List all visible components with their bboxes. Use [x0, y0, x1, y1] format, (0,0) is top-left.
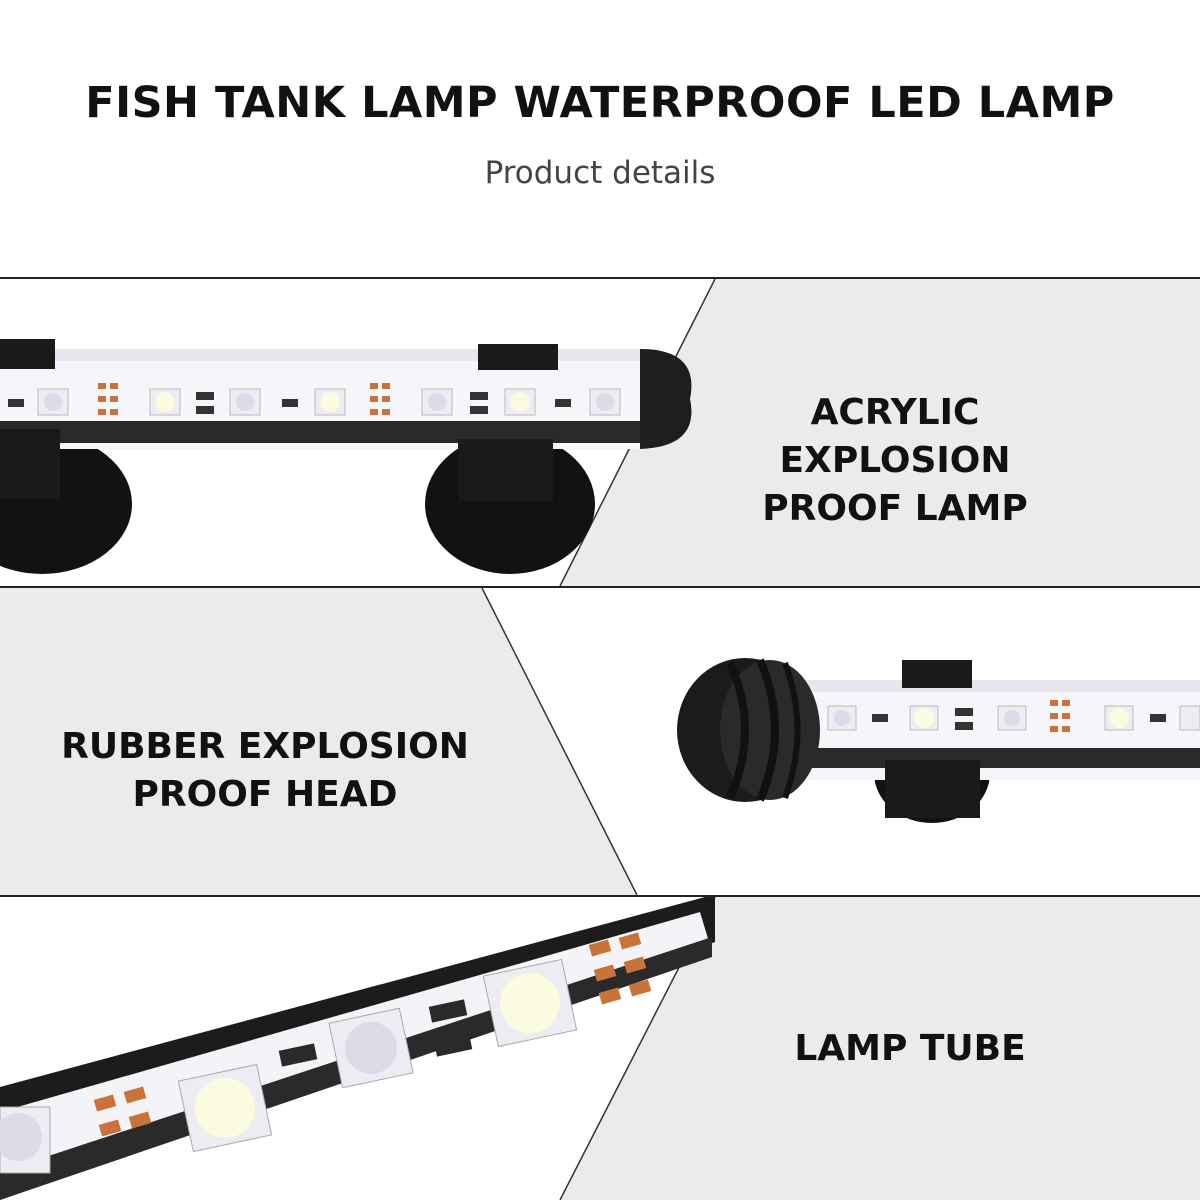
panel-2-gray-bg: [0, 588, 637, 895]
panel-3-graphic: [0, 897, 1200, 1200]
divider-top: [0, 277, 1200, 279]
page-title: FISH TANK LAMP WATERPROOF LED LAMP: [85, 78, 1115, 128]
feature-label-acrylic-line1: ACRYLIC EXPLOSION: [779, 392, 1011, 481]
feature-label-tube: LAMP TUBE: [700, 1025, 1120, 1073]
feature-label-acrylic-line2: PROOF LAMP: [762, 488, 1028, 529]
divider-middle-2: [0, 895, 1200, 897]
led-chips: [0, 958, 578, 1174]
panel-1-graphic: [0, 279, 1200, 586]
feature-panel-acrylic: ACRYLIC EXPLOSION PROOF LAMP: [0, 279, 1200, 586]
divider-middle-1: [0, 586, 1200, 588]
rubber-end-cap-icon: [677, 658, 820, 802]
feature-label-rubber: RUBBER EXPLOSION PROOF HEAD: [60, 723, 470, 819]
led-chips: [37, 388, 621, 416]
resistors: [872, 708, 1166, 730]
resistors: [278, 999, 473, 1067]
suction-clip-icon: [0, 339, 55, 369]
panel-2-graphic: [0, 588, 1200, 895]
page-subtitle: Product details: [484, 155, 716, 191]
copper-pads: [98, 383, 390, 415]
feature-label-acrylic: ACRYLIC EXPLOSION PROOF LAMP: [690, 389, 1100, 533]
panel-3-gray-bg: [560, 897, 1200, 1200]
feature-panel-rubber: RUBBER EXPLOSION PROOF HEAD: [0, 588, 1200, 895]
panel-1-gray-bg: [560, 279, 1200, 586]
copper-pads: [1050, 700, 1070, 732]
header: FISH TANK LAMP WATERPROOF LED LAMP Produ…: [0, 0, 1200, 270]
feature-label-tube-line1: LAMP TUBE: [794, 1028, 1026, 1069]
feature-label-rubber-line1: RUBBER EXPLOSION: [61, 726, 469, 767]
suction-clip-icon: [902, 660, 972, 688]
led-chips: [827, 705, 1200, 731]
end-cap: [640, 349, 692, 449]
copper-pads: [93, 932, 652, 1137]
resistors: [8, 392, 571, 414]
feature-label-rubber-line2: PROOF HEAD: [132, 774, 398, 815]
feature-panel-tube: LAMP TUBE: [0, 897, 1200, 1200]
suction-clip-icon: [478, 344, 558, 370]
